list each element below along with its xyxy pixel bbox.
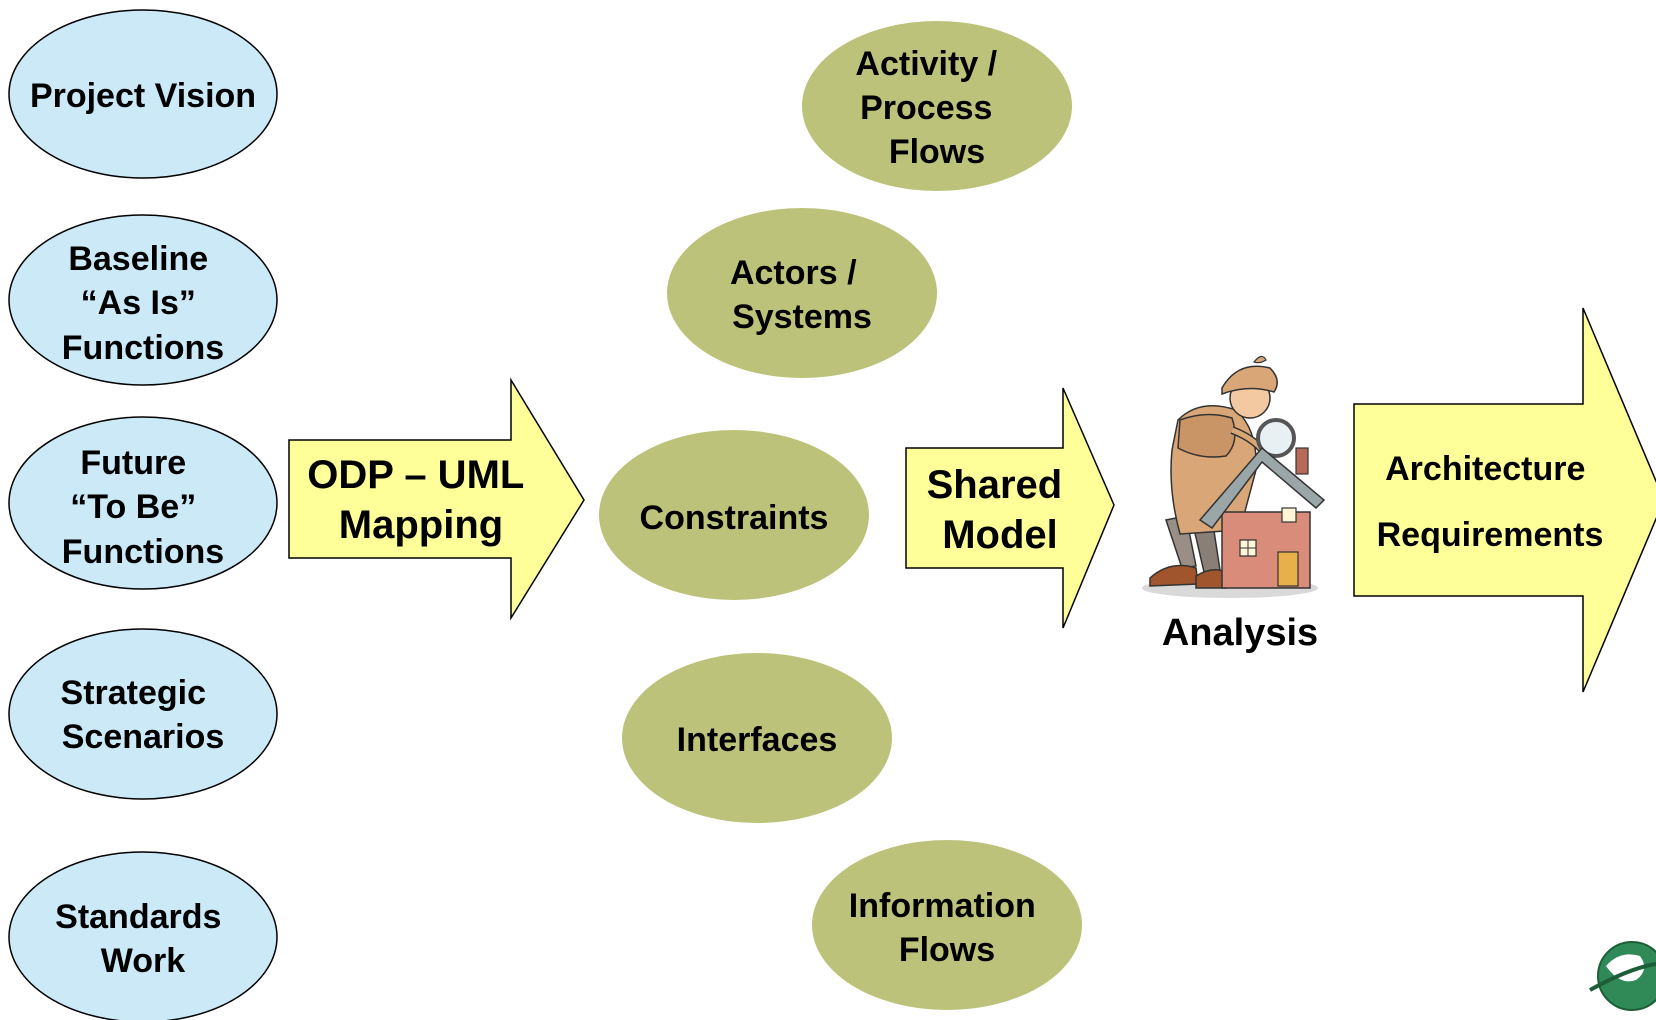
- ellipse-label-line: Flows: [899, 931, 995, 969]
- ellipse-shape: [8, 851, 278, 1020]
- ellipse-label-line: Standards: [55, 898, 221, 936]
- arrow-architecture-requirements: Architecture Requirements: [1353, 307, 1656, 693]
- arrow-label-line: Model: [942, 513, 1058, 557]
- model-ellipse-information-flows: Information Flows: [812, 840, 1082, 1010]
- arrow-label-line: Mapping: [339, 503, 503, 547]
- globe-logo-icon: [1589, 941, 1656, 1011]
- ellipse-shape: [667, 208, 937, 378]
- ellipse-shape: [8, 214, 278, 386]
- ellipse-shape: [622, 653, 892, 823]
- ellipse-label-line: Scenarios: [62, 718, 225, 756]
- detective-inspecting-house-icon: [1142, 355, 1326, 598]
- svg-text:Interfaces: Interfaces: [677, 721, 838, 759]
- ellipse-label-line: Process: [860, 89, 992, 127]
- ellipse-shape: [8, 9, 278, 179]
- svg-text:Baseline “As Is” F: Baseline “As Is” Functions: [62, 240, 224, 367]
- ellipse-label-line: Baseline: [68, 240, 208, 278]
- svg-text:Shared Model: Shared Model: [927, 463, 1074, 557]
- input-ellipse-baseline-functions: Baseline “As Is” Functions: [8, 214, 278, 386]
- arrow-label-line: ODP – UML: [307, 453, 524, 497]
- input-ellipse-standards-work: Standards Work: [8, 851, 278, 1020]
- ellipse-shape: [802, 21, 1072, 191]
- ellipse-label-line: Work: [101, 942, 185, 980]
- svg-text:Architecture Requirement: Architecture Requirements: [1377, 450, 1604, 554]
- ellipse-shape: [812, 840, 1082, 1010]
- model-ellipse-interfaces: Interfaces: [622, 653, 892, 823]
- svg-text:Project Vision: Project Vision: [30, 77, 256, 115]
- ellipse-label-line: Activity /: [855, 45, 997, 83]
- ellipse-shape: [8, 628, 278, 800]
- ellipse-label-line: Functions: [62, 329, 224, 367]
- input-ellipse-project-vision: Project Vision: [8, 9, 278, 179]
- ellipse-label-line: Systems: [732, 298, 872, 336]
- svg-text:Future “To Be” Fun: Future “To Be” Functions: [62, 444, 224, 571]
- ellipse-label-line: Actors /: [730, 254, 857, 292]
- ellipse-label-line: Flows: [889, 133, 985, 171]
- model-ellipse-actors-systems: Actors / Systems: [667, 208, 937, 378]
- input-ellipse-future-functions: Future “To Be” Functions: [8, 416, 278, 590]
- ellipse-label-line: “To Be”: [70, 488, 196, 526]
- svg-text:Activity / Process: Activity / Process Flows: [855, 45, 1006, 171]
- ellipse-label-line: Future: [80, 444, 186, 482]
- svg-text:Standards Work: Standards Work: [55, 898, 231, 980]
- ellipse-label-line: Project Vision: [30, 77, 256, 115]
- svg-text:Strategic Scenarios: Strategic Scenarios: [61, 674, 225, 756]
- arrow-shape: [905, 387, 1115, 629]
- ellipse-label-line: Information: [849, 887, 1036, 925]
- ellipse-label-line: Functions: [62, 533, 224, 571]
- analysis-label: Analysis: [1162, 612, 1318, 654]
- ellipse-shape: [8, 416, 278, 590]
- input-ellipse-strategic-scenarios: Strategic Scenarios: [8, 628, 278, 800]
- ellipse-shape: [599, 430, 869, 600]
- svg-text:ODP – UML Mapping: ODP – UML Mapping: [307, 453, 534, 547]
- arrow-odp-uml-mapping: ODP – UML Mapping: [288, 377, 585, 621]
- ellipse-label-line: Constraints: [640, 499, 829, 537]
- arrow-label-line: Shared: [927, 463, 1063, 507]
- arrow-label-line: Requirements: [1377, 516, 1604, 554]
- ellipse-label-line: Strategic: [61, 674, 207, 712]
- arrow-shape: [1353, 307, 1656, 693]
- arrow-shared-model: Shared Model: [905, 387, 1115, 629]
- svg-text:Analysis: Analysis: [1162, 612, 1318, 654]
- svg-text:Actors / Systems: Actors / Systems: [730, 254, 872, 336]
- arrow-shape: [288, 377, 585, 621]
- ellipse-label-line: Interfaces: [677, 721, 838, 759]
- arrow-label-line: Architecture: [1385, 450, 1585, 488]
- ellipse-label-line: “As Is”: [81, 284, 196, 322]
- svg-text:Constraints: Constraints: [640, 499, 829, 537]
- svg-text:Information Flows: Information Flows: [849, 887, 1045, 969]
- model-ellipse-activity-process-flows: Activity / Process Flows: [802, 21, 1072, 191]
- model-ellipse-constraints: Constraints: [599, 430, 869, 600]
